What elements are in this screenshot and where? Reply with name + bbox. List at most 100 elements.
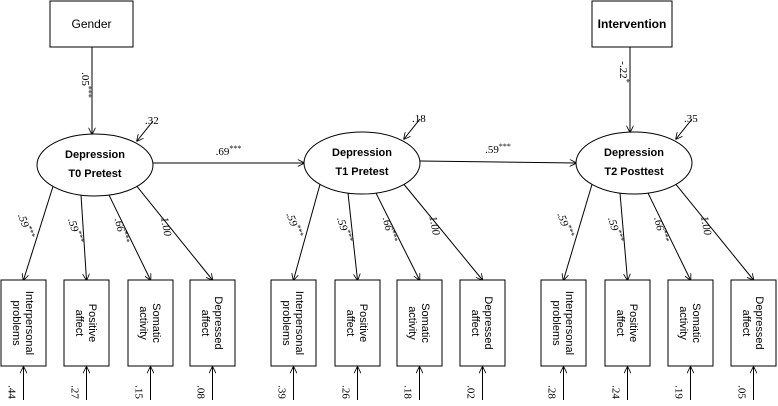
residual-t2-somatic: .19: [673, 385, 685, 399]
indicator-t0-somatic-line-1: activity: [137, 306, 149, 340]
indicator-t2-positive-line-0: Positive: [627, 304, 639, 343]
coef-intervention-to-t2: -.22*: [617, 61, 631, 82]
loading-arrow-t2-somatic: [647, 192, 691, 280]
indicator-t0-positive-line-1: affect: [73, 310, 85, 337]
loading-t0-somatic: .66***: [112, 216, 132, 244]
loading-arrow-t1-depressed: [403, 184, 483, 280]
indicator-t2-positive-line-1: affect: [614, 310, 626, 337]
residual-t1-positive: .26: [340, 385, 352, 399]
residual-t0-depressed: .08: [195, 385, 207, 399]
indicator-t1-somatic-line-0: Somatic: [419, 303, 431, 343]
residual-t1-somatic: .18: [402, 385, 414, 399]
coef-t1-to-t2: .59***: [485, 142, 511, 156]
latent-t2: [575, 131, 693, 195]
latent-t1-subtitle: T1 Pretest: [335, 166, 389, 178]
indicator-t2-interpersonal-line-0: Interpersonal: [563, 291, 575, 355]
latent-t1-title: Depression: [332, 147, 392, 159]
indicator-t1-somatic: [396, 279, 443, 367]
indicator-t0-depressed: [189, 279, 236, 367]
indicator-t1-depressed: [459, 279, 506, 367]
indicator-t2-interpersonal-line-1: problems: [550, 300, 562, 346]
intervention-box: [591, 0, 673, 48]
residual-t0-interpersonal: .44: [6, 385, 18, 399]
disturbance-arrow-t2: [676, 118, 693, 139]
indicator-t2-somatic-line-1: activity: [677, 306, 689, 340]
latent-t0-title: Depression: [65, 149, 125, 161]
disturbance-arrow-t0: [137, 120, 154, 141]
loading-arrow-t0-interpersonal: [24, 186, 54, 280]
latent-t0: [36, 133, 154, 197]
residual-t2-positive: .24: [610, 385, 622, 399]
indicator-t0-interpersonal-line-0: Interpersonal: [23, 291, 35, 355]
loading-arrow-t1-positive: [347, 193, 358, 280]
loading-t1-interpersonal: .59***: [284, 210, 306, 239]
loading-arrow-t0-somatic: [108, 194, 151, 280]
latent-t2-title: Depression: [604, 147, 664, 159]
gender-box: [49, 0, 134, 48]
indicator-t0-interpersonal: [0, 279, 47, 367]
indicator-t2-somatic-line-0: Somatic: [690, 303, 702, 343]
loading-t0-interpersonal: .59***: [15, 211, 37, 240]
indicator-t0-positive: [63, 279, 110, 367]
latent-t2-subtitle: T2 Posttest: [604, 166, 664, 178]
loading-t0-positive: .59***: [65, 216, 86, 245]
indicator-t1-depressed-line-1: affect: [469, 310, 481, 337]
indicator-t2-somatic: [667, 279, 714, 367]
indicator-t0-interpersonal-line-1: problems: [10, 300, 22, 346]
indicator-t2-interpersonal: [540, 279, 587, 367]
gender-label: Gender: [71, 17, 111, 31]
disturbance-arrow-t1: [404, 118, 421, 139]
disturbance-t1: .18: [412, 113, 426, 125]
indicator-t1-positive-line-1: affect: [344, 310, 356, 337]
loading-t1-somatic: .66***: [380, 215, 400, 243]
indicator-t1-interpersonal-line-1: problems: [280, 300, 292, 346]
residual-t0-somatic: .15: [133, 385, 145, 399]
indicator-t2-depressed-line-1: affect: [740, 310, 752, 337]
indicator-t1-positive: [334, 279, 381, 367]
disturbance-t0: .32: [145, 115, 159, 127]
indicator-t1-somatic-line-1: activity: [406, 306, 418, 340]
loading-t2-positive: .59***: [605, 215, 626, 244]
indicator-t1-depressed-line-0: Depressed: [482, 296, 494, 349]
indicator-t0-somatic: [127, 279, 174, 367]
indicator-t2-positive: [604, 279, 651, 367]
loading-arrow-t2-interpersonal: [564, 184, 593, 280]
indicator-t1-interpersonal: [270, 279, 317, 367]
loading-t2-somatic: .66***: [651, 215, 671, 243]
loading-t1-depressed: 1.00: [426, 215, 442, 237]
residual-t1-interpersonal: .39: [276, 385, 288, 399]
residual-t2-depressed: .05: [736, 385, 748, 399]
indicator-t0-somatic-line-0: Somatic: [150, 303, 162, 343]
indicator-t2-depressed: [730, 279, 777, 367]
indicator-t1-positive-line-0: Positive: [357, 304, 369, 343]
path-t1-to-t2: [419, 161, 576, 163]
loading-t2-interpersonal: .59***: [555, 210, 577, 239]
loading-arrow-t1-somatic: [375, 192, 420, 280]
loading-arrow-t1-interpersonal: [294, 184, 321, 280]
loading-arrow-t0-positive: [80, 195, 87, 280]
residual-t0-positive: .27: [69, 385, 81, 399]
indicator-t0-positive-line-0: Positive: [86, 304, 98, 343]
loading-arrow-t2-positive: [619, 193, 628, 280]
loading-t2-depressed: 1.00: [698, 215, 714, 237]
loading-arrow-t0-depressed: [136, 186, 213, 280]
latent-t0-subtitle: T0 Pretest: [68, 168, 122, 180]
indicator-t2-depressed-line-0: Depressed: [753, 296, 765, 349]
loading-t1-positive: .59***: [334, 215, 355, 244]
indicator-t0-depressed-line-0: Depressed: [212, 296, 224, 349]
latent-t1: [303, 131, 421, 195]
residual-t2-interpersonal: .28: [546, 385, 558, 399]
loading-arrow-t2-depressed: [675, 184, 754, 280]
intervention-label: Intervention: [598, 17, 667, 31]
